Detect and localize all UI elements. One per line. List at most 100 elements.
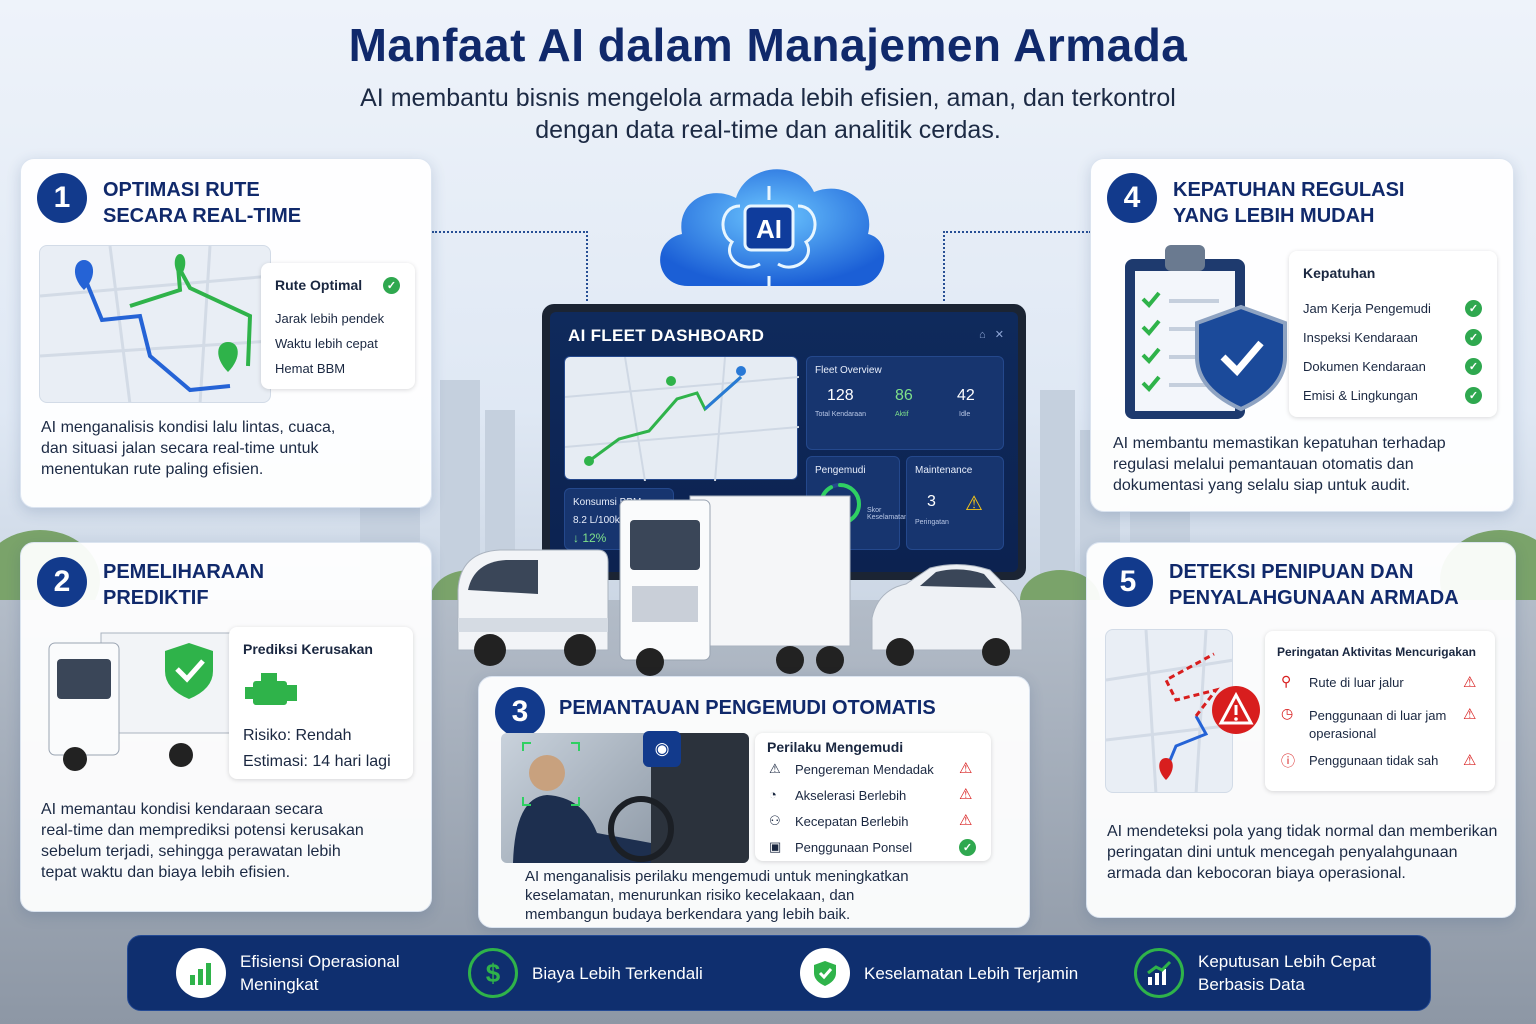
behavior-item-label: Kecepatan Berlebih (795, 814, 909, 829)
warning-icon: ⚠ (959, 760, 973, 777)
card2-desc-line-2: real-time dan memprediksi potensi kerusa… (41, 822, 364, 839)
overview-label: Fleet Overview (815, 365, 882, 376)
window-controls[interactable]: ⌂ ✕ (978, 329, 1004, 341)
check-icon: ✓ (1465, 329, 1482, 346)
compliance-item: Emisi & Lingkungan (1303, 388, 1418, 403)
card5-description: AI mendeteksi pola yang tidak normal dan… (1107, 821, 1497, 884)
route-map (39, 245, 271, 403)
clipboard-shield-icon (1125, 245, 1287, 419)
warning-icon: ⚠ (965, 493, 983, 515)
fleet-overview-panel: Fleet Overview 128 Total Kendaraan 86 Ak… (806, 356, 1004, 450)
page-subtitle: AI membantu bisnis mengelola armada lebi… (0, 82, 1536, 146)
warning-icon: ⚠ (1463, 706, 1477, 723)
card2-title: PEMELIHARAAN PREDIKTIF (103, 559, 264, 611)
suspicious-item-2: Penggunaan di luar jam operasional (1309, 707, 1446, 743)
card-number-3: 3 (495, 687, 545, 737)
check-icon: ✓ (1465, 358, 1482, 375)
benefit-cost: $ Biaya Lebih Terkendali (468, 948, 703, 998)
driver-camera-image (501, 733, 749, 863)
card1-desc-line-3: menentukan rute paling efisien. (41, 461, 264, 478)
dashboard-title: AI FLEET DASHBOARD (568, 326, 765, 345)
idle-vehicles-label: Idle (959, 411, 971, 418)
compliance-item: Dokumen Kendaraan (1303, 359, 1426, 374)
maintenance-panel: Maintenance 3 ⚠ Peringatan (906, 456, 1004, 550)
risk-value: Risiko: Rendah (243, 727, 352, 744)
benefit-4-line-2: Berbasis Data (1198, 975, 1305, 994)
connector-right (943, 231, 1091, 301)
card2-title-line-2: PREDIKTIF (103, 587, 209, 609)
card-predictive-maintenance: 2 PEMELIHARAAN PREDIKTIF Prediksi Kerusa… (20, 542, 432, 912)
suspicious-item-1: Rute di luar jalur (1309, 675, 1404, 690)
card-number-2: 2 (37, 557, 87, 607)
camera-icon[interactable]: ◉ (643, 731, 681, 767)
benefit-2-line-1: Biaya Lebih Terkendali (532, 963, 703, 983)
unauthorized-icon: ⓘ (1281, 753, 1295, 769)
driving-behavior-panel: Perilaku Mengemudi ⚠ Pengereman Mendadak ⚠… (755, 733, 991, 861)
card2-desc-line-1: AI memantau kondisi kendaraan secara (41, 801, 323, 818)
page-title: Manfaat AI dalam Manajemen Armada (348, 19, 1188, 71)
card2-desc-line-4: tepat waktu dan biaya lebih efisien. (41, 864, 291, 881)
damage-prediction-panel: Prediksi Kerusakan Risiko: Rendah Estima… (229, 627, 413, 779)
benefit-safety: Keselamatan Lebih Terjamin (800, 948, 1078, 998)
benefit-1-line-2: Meningkat (240, 975, 319, 994)
card4-desc-line-3: dokumentasi yang selalu siap untuk audit… (1113, 477, 1411, 494)
suspicious-item-3: Penggunaan tidak sah (1309, 753, 1439, 768)
route-item-1: Jarak lebih pendek (275, 311, 385, 326)
card3-description: AI menganalisis perilaku mengemudi untuk… (525, 867, 909, 924)
behavior-item-icon: ⚇ (769, 813, 781, 828)
card-route-optimization: 1 OPTIMASI RUTE SECARA REAL-TIME Rute Op… (20, 158, 432, 508)
estimate-value: Estimasi: 14 hari lagi (243, 753, 391, 770)
engine-icon (245, 673, 297, 705)
check-icon: ✓ (959, 839, 976, 856)
check-icon: ✓ (1465, 387, 1482, 404)
warning-icon: ⚠ (959, 812, 973, 829)
card2-desc-line-3: sebelum terjadi, sehingga perawatan lebi… (41, 843, 341, 860)
card-number-1: 1 (37, 173, 87, 223)
total-vehicles-label: Total Kendaraan (815, 411, 866, 418)
behavior-panel-title: Perilaku Mengemudi (767, 739, 904, 755)
suspicious-item-2-line-2: operasional (1309, 726, 1377, 741)
route-panel-title: Rute Optimal (275, 277, 363, 293)
card1-desc-line-1: AI menganalisis kondisi lalu lintas, cua… (41, 419, 336, 436)
card5-title: DETEKSI PENIPUAN DAN PENYALAHGUNAAN ARMA… (1169, 559, 1459, 611)
growth-chart-icon (1134, 948, 1184, 998)
active-vehicles-value: 86 (895, 387, 913, 404)
card-driver-monitoring: 3 PEMANTAUAN PENGEMUDI OTOMATIS ◉ Perila… (478, 676, 1030, 928)
card-regulatory-compliance: 4 KEPATUHAN REGULASI YANG LEBIH MUDAH Ke… (1090, 158, 1514, 512)
total-vehicles-value: 128 (827, 387, 854, 404)
compliance-panel: Kepatuhan Jam Kerja Pengemudi✓Inspeksi K… (1289, 251, 1497, 417)
card-number-4: 4 (1107, 173, 1157, 223)
header: Manfaat AI dalam Manajemen Armada AI mem… (0, 18, 1536, 146)
warning-icon: ⚠ (1463, 752, 1477, 769)
check-icon: ✓ (383, 277, 400, 294)
card5-desc-line-3: armada dan kebocoran biaya operasional. (1107, 865, 1406, 882)
behavior-item-icon: ◔ (769, 787, 777, 802)
idle-vehicles-value: 42 (957, 387, 975, 404)
clock-icon: ◷ (1281, 705, 1294, 721)
card3-desc-line-1: AI menganalisis perilaku mengemudi untuk… (525, 868, 909, 885)
active-vehicles-label: Aktif (895, 411, 909, 418)
card5-desc-line-2: peringatan dini untuk mencegah penyalahg… (1107, 844, 1458, 861)
fuel-change: ↓ 12% (573, 531, 607, 545)
warning-icon: ⚠ (1463, 674, 1477, 691)
fuel-value: 8.2 L/100km (573, 515, 629, 526)
cloud-label: AI (756, 214, 782, 244)
behavior-item-label: Pengereman Mendadak (795, 762, 934, 777)
route-optimal-panel: Rute Optimal ✓ Jarak lebih pendek Waktu … (261, 263, 415, 389)
card2-title-line-1: PEMELIHARAAN (103, 561, 265, 583)
dashboard-map (564, 356, 800, 482)
benefit-1-line-1: Efisiensi Operasional (240, 952, 400, 971)
card1-title-line-2: SECARA REAL-TIME (103, 205, 302, 227)
ai-cloud-icon: AI (660, 169, 885, 286)
card4-description: AI membantu memastikan kepatuhan terhada… (1113, 433, 1446, 496)
bar-chart-icon (176, 948, 226, 998)
card2-description: AI memantau kondisi kendaraan secara rea… (41, 799, 364, 883)
card-fraud-detection: 5 DETEKSI PENIPUAN DAN PENYALAHGUNAAN AR… (1086, 542, 1516, 918)
route-item-3: Hemat BBM (275, 361, 346, 376)
card3-desc-line-2: keselamatan, menurunkan risiko kecelakaa… (525, 887, 855, 904)
card3-desc-line-3: membangun budaya berkendara yang lebih b… (525, 906, 851, 923)
suspicious-panel-title: Peringatan Aktivitas Mencurigakan (1277, 645, 1476, 659)
